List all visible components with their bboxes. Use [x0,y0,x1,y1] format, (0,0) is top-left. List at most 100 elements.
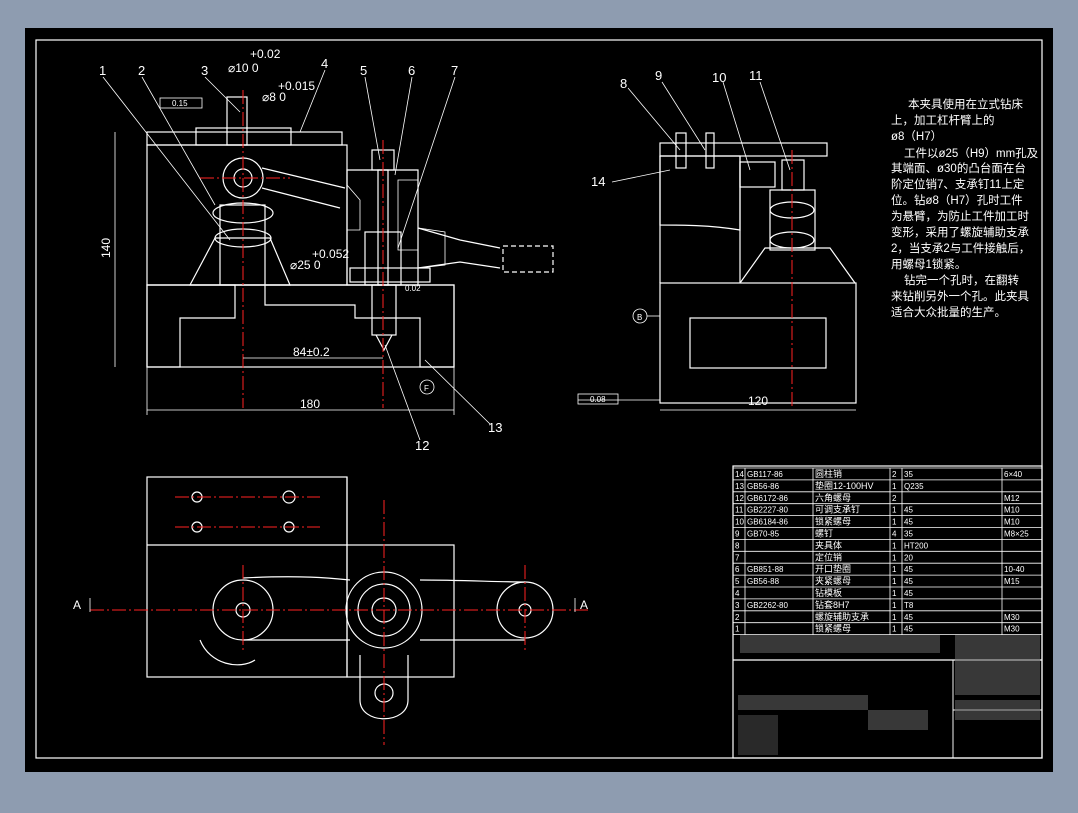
ref-f-circle [419,379,435,395]
bom-cell-mat: 45 [904,613,913,622]
note-line-8: 为悬臂，为防止工件加工时 [891,209,1029,223]
bom-cell-no: 3 [735,601,740,610]
bom-cell-no: 12 [735,494,744,503]
bom-cell-mat: 45 [904,577,913,586]
leader-10 [722,81,751,171]
bom-cell-no: 8 [735,541,740,550]
bom-cell-mat: 45 [904,518,913,527]
bom-cell-qty: 1 [892,553,897,562]
balloon-1: 1 [99,63,106,78]
bom-cell-no: 1 [735,625,740,634]
leader-2 [141,76,216,206]
phantom-end [502,245,554,273]
arm-hatch [417,227,446,269]
blurred-signatures [738,715,778,755]
bom-cell-qty: 2 [892,470,897,479]
balloon-8: 8 [620,76,627,91]
bom-cell-mat: 35 [904,530,913,539]
bom-cell-no: 5 [735,577,740,586]
bottom-nut [371,284,397,336]
leader-13 [424,359,491,425]
technical-notes: 本夹具使用在立式钻床 上，加工杠杆臂上的 ø8（H7） 工件以ø25（H9）mm… [891,97,1039,319]
bom-cell-qty: 1 [892,601,897,610]
note-line-12: 钻完一个孔时，在翻转 [904,273,1019,287]
balloon-6: 6 [408,63,415,78]
balloon-13: 13 [488,420,502,435]
leader-4 [299,69,326,133]
note-line-13: 来钻削另外一个孔。此夹具 [891,289,1029,303]
bom-cell-name: 锁紧螺母 [815,516,851,527]
bom-cell-mat: Q235 [904,482,924,491]
bom-cell-name: 夹具体 [815,539,842,550]
leader-9 [661,81,706,151]
bom-cell-mat: T8 [904,601,914,610]
balloon-5: 5 [360,63,367,78]
balloon-9: 9 [655,68,662,83]
adjustable-pin [739,161,776,188]
note-line-6: 阶定位销7、支承钉11上定 [891,177,1025,191]
lever-arm-left [242,576,351,641]
side-view [577,81,857,411]
bom-cell-mat: 45 [904,589,913,598]
ref-a-right: A [580,598,588,612]
bom-cell-no: 10 [735,518,744,527]
stud-tip [375,334,393,352]
bom-cell-name: 夹紧螺母 [815,575,851,586]
top-body-right [346,544,455,678]
bom-cell-qty: 2 [892,494,897,503]
blurred-company [738,695,868,710]
housing-hatch-a [346,183,361,231]
ref-a-left: A [73,598,81,612]
gdt-box-side [577,393,619,405]
balloon-4: 4 [321,56,328,71]
bom-cell-qty: 1 [892,518,897,527]
balloon-14: 14 [591,174,605,189]
leader-8 [627,87,681,151]
bom-cell-code: GB56-86 [747,482,780,491]
bom-cell-code: GB70-85 [747,530,780,539]
bom-cell-note: M10 [1004,518,1020,527]
bom-cell-note: 10-40 [1004,565,1025,574]
dim-140: 140 [99,238,113,258]
gdt-box-front [159,97,203,109]
dim-180: 180 [300,397,320,411]
balloon-3: 3 [201,63,208,78]
bom-cell-mat: 20 [904,553,913,562]
bom-cell-note: M30 [1004,613,1020,622]
balloons: 1 2 3 4 5 6 7 8 9 10 11 12 13 14 [99,56,763,453]
workpiece-arm-right [417,227,501,269]
web-curve [199,639,256,666]
bom-cell-no: 11 [735,506,744,515]
bom-cell-qty: 1 [892,482,897,491]
leader-12 [384,344,421,441]
side-support-head [781,159,805,191]
bom-cell-code: GB2227-80 [747,506,788,515]
note-line-4: 工件以ø25（H9）mm孔及 [904,146,1039,160]
bom-cell-name: 钻套8H7 [815,599,850,610]
bom-cell-mat: 45 [904,625,913,634]
bom-cell-note: M12 [1004,494,1020,503]
dim-d2-tol: +0.015 [278,79,315,93]
bom-cell-qty: 1 [892,589,897,598]
blurred-header-row [740,635,940,653]
bom-cell-qty: 1 [892,613,897,622]
dim-120: 120 [748,394,768,408]
side-base [659,282,857,404]
dim-d2-base: ⌀8 0 [262,90,286,104]
bom-cell-qty: 1 [892,565,897,574]
ref-b: B [637,313,642,322]
gdt-pin: 0.02 [405,284,421,293]
dim-84: 84±0.2 [293,345,330,359]
note-line-11: 用螺母1锁紧。 [891,257,966,271]
bom-cell-code: GB851-88 [747,565,784,574]
balloon-7: 7 [451,63,458,78]
note-line-14: 适合大众批量的生产。 [891,305,1006,319]
bom-cell-note: M10 [1004,506,1020,515]
bom-cell-name: 螺旋辅助支承 [815,611,869,622]
gdt-side: 0.08 [590,395,606,404]
leader-1 [102,76,231,241]
border-frame [35,39,1043,759]
side-dowel [705,132,715,169]
